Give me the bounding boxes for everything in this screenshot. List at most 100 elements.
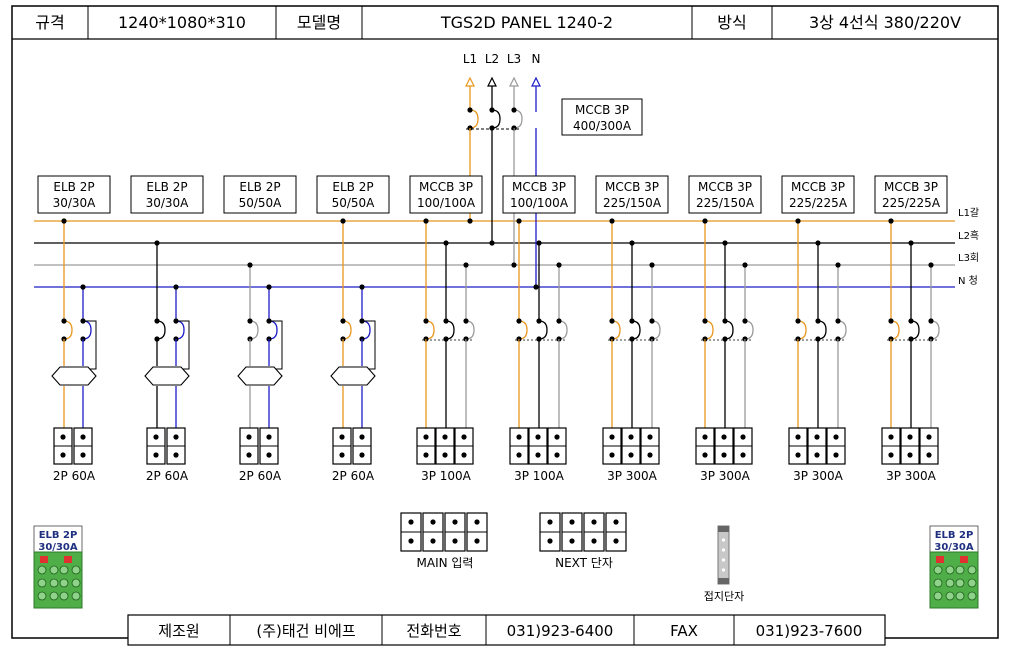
breaker-contact — [342, 320, 352, 340]
breaker-contact — [744, 320, 754, 340]
breaker-contact — [518, 320, 528, 340]
junction-dot — [154, 240, 160, 246]
junction-dot — [742, 318, 748, 324]
junction-dot — [722, 318, 728, 324]
module-screw — [71, 578, 81, 588]
junction-dot — [173, 452, 179, 458]
breaker-contact — [82, 320, 92, 340]
junction-dot — [461, 434, 467, 440]
module-screw — [967, 565, 977, 575]
module-screw — [49, 578, 59, 588]
branch-label-line1: ELB 2P — [53, 180, 94, 194]
bus-label-n: N 청 — [958, 275, 978, 287]
branch-label-box — [595, 175, 669, 214]
branch-label-box — [502, 175, 576, 214]
junction-dot — [516, 452, 522, 458]
junction-dot — [516, 434, 522, 440]
next-terminal-block — [539, 512, 627, 552]
junction-dot — [443, 318, 449, 324]
junction-dot — [61, 318, 67, 324]
bus-label-l1: L1갈 — [958, 206, 979, 219]
junction-dot — [340, 318, 346, 324]
main-input-block — [400, 512, 488, 552]
junction-dot — [266, 284, 272, 290]
junction-dot — [591, 538, 597, 544]
junction-dot — [489, 107, 495, 113]
bus-bars — [34, 220, 955, 288]
junction-dot — [647, 452, 653, 458]
branch-terminal-label: 3P 100A — [421, 469, 472, 483]
test-circuit — [362, 320, 376, 370]
junction-dot — [474, 519, 480, 525]
junction-dot — [474, 538, 480, 544]
junction-dot — [888, 452, 894, 458]
test-circuit — [176, 320, 190, 370]
branch-label-line1: MCCB 3P — [605, 180, 659, 194]
module-screw — [49, 565, 59, 575]
junction-dot — [511, 262, 517, 268]
spec-label: 규격 — [35, 13, 64, 32]
branch-label-box — [409, 175, 483, 214]
module-screw — [59, 565, 69, 575]
junction-dot — [511, 107, 517, 113]
junction-dot — [649, 262, 655, 268]
junction-dot — [740, 452, 746, 458]
footer-table: 제조원 (주)태건 비에프 전화번호 031)923-6400 FAX 031)… — [127, 614, 886, 646]
junction-dot — [721, 452, 727, 458]
module-screw — [37, 591, 47, 601]
junction-dot — [907, 434, 913, 440]
test-circuit — [269, 320, 283, 370]
method-label: 방식 — [717, 13, 746, 32]
junction-dot — [266, 434, 272, 440]
junction-dot — [442, 434, 448, 440]
branch-label-line1: MCCB 3P — [512, 180, 566, 194]
branch-label-box — [688, 175, 762, 214]
breaker-contact — [491, 109, 501, 129]
phase-label-n: N — [532, 52, 541, 66]
module-screw — [933, 591, 943, 601]
module-screw — [49, 591, 59, 601]
branch-label-line2: 30/30A — [53, 196, 97, 210]
header-table: 규격 1240*1080*310 모델명 TGS2D PANEL 1240-2 … — [12, 6, 998, 40]
junction-dot — [814, 434, 820, 440]
junction-dot — [154, 318, 160, 324]
junction-dot — [463, 262, 469, 268]
branch-label-line1: MCCB 3P — [791, 180, 845, 194]
branch-terminal-label: 3P 100A — [514, 469, 565, 483]
branch-label-line2: 225/150A — [696, 196, 755, 210]
phase-arrow — [509, 76, 519, 87]
model-value: TGS2D PANEL 1240-2 — [440, 13, 613, 32]
junction-dot — [649, 318, 655, 324]
junction-dot — [647, 434, 653, 440]
junction-dot — [609, 452, 615, 458]
junction-dot — [888, 218, 894, 224]
junction-dot — [359, 434, 365, 440]
junction-dot — [928, 262, 934, 268]
lower-terminals — [400, 512, 627, 552]
junction-dot — [536, 240, 542, 246]
module-screw — [37, 565, 47, 575]
branch-terminal-label: 2P 60A — [146, 469, 189, 483]
zct-sensor — [330, 366, 376, 386]
maker-label: 제조원 — [158, 622, 199, 640]
junction-dot — [722, 240, 728, 246]
branch-label-line1: MCCB 3P — [698, 180, 752, 194]
junction-dot — [359, 452, 365, 458]
branch-label-box — [223, 175, 297, 214]
junction-dot — [702, 452, 708, 458]
breaker-contact — [425, 320, 435, 340]
breaker-contact — [513, 109, 523, 129]
junction-dot — [423, 318, 429, 324]
junction-dot — [569, 519, 575, 525]
breaker-contact — [704, 320, 714, 340]
zct-sensor — [144, 366, 190, 386]
module-screw — [933, 565, 943, 575]
phase-inputs: L1 L2 L3 N — [463, 52, 541, 66]
branch-terminal-label: 3P 300A — [793, 469, 844, 483]
